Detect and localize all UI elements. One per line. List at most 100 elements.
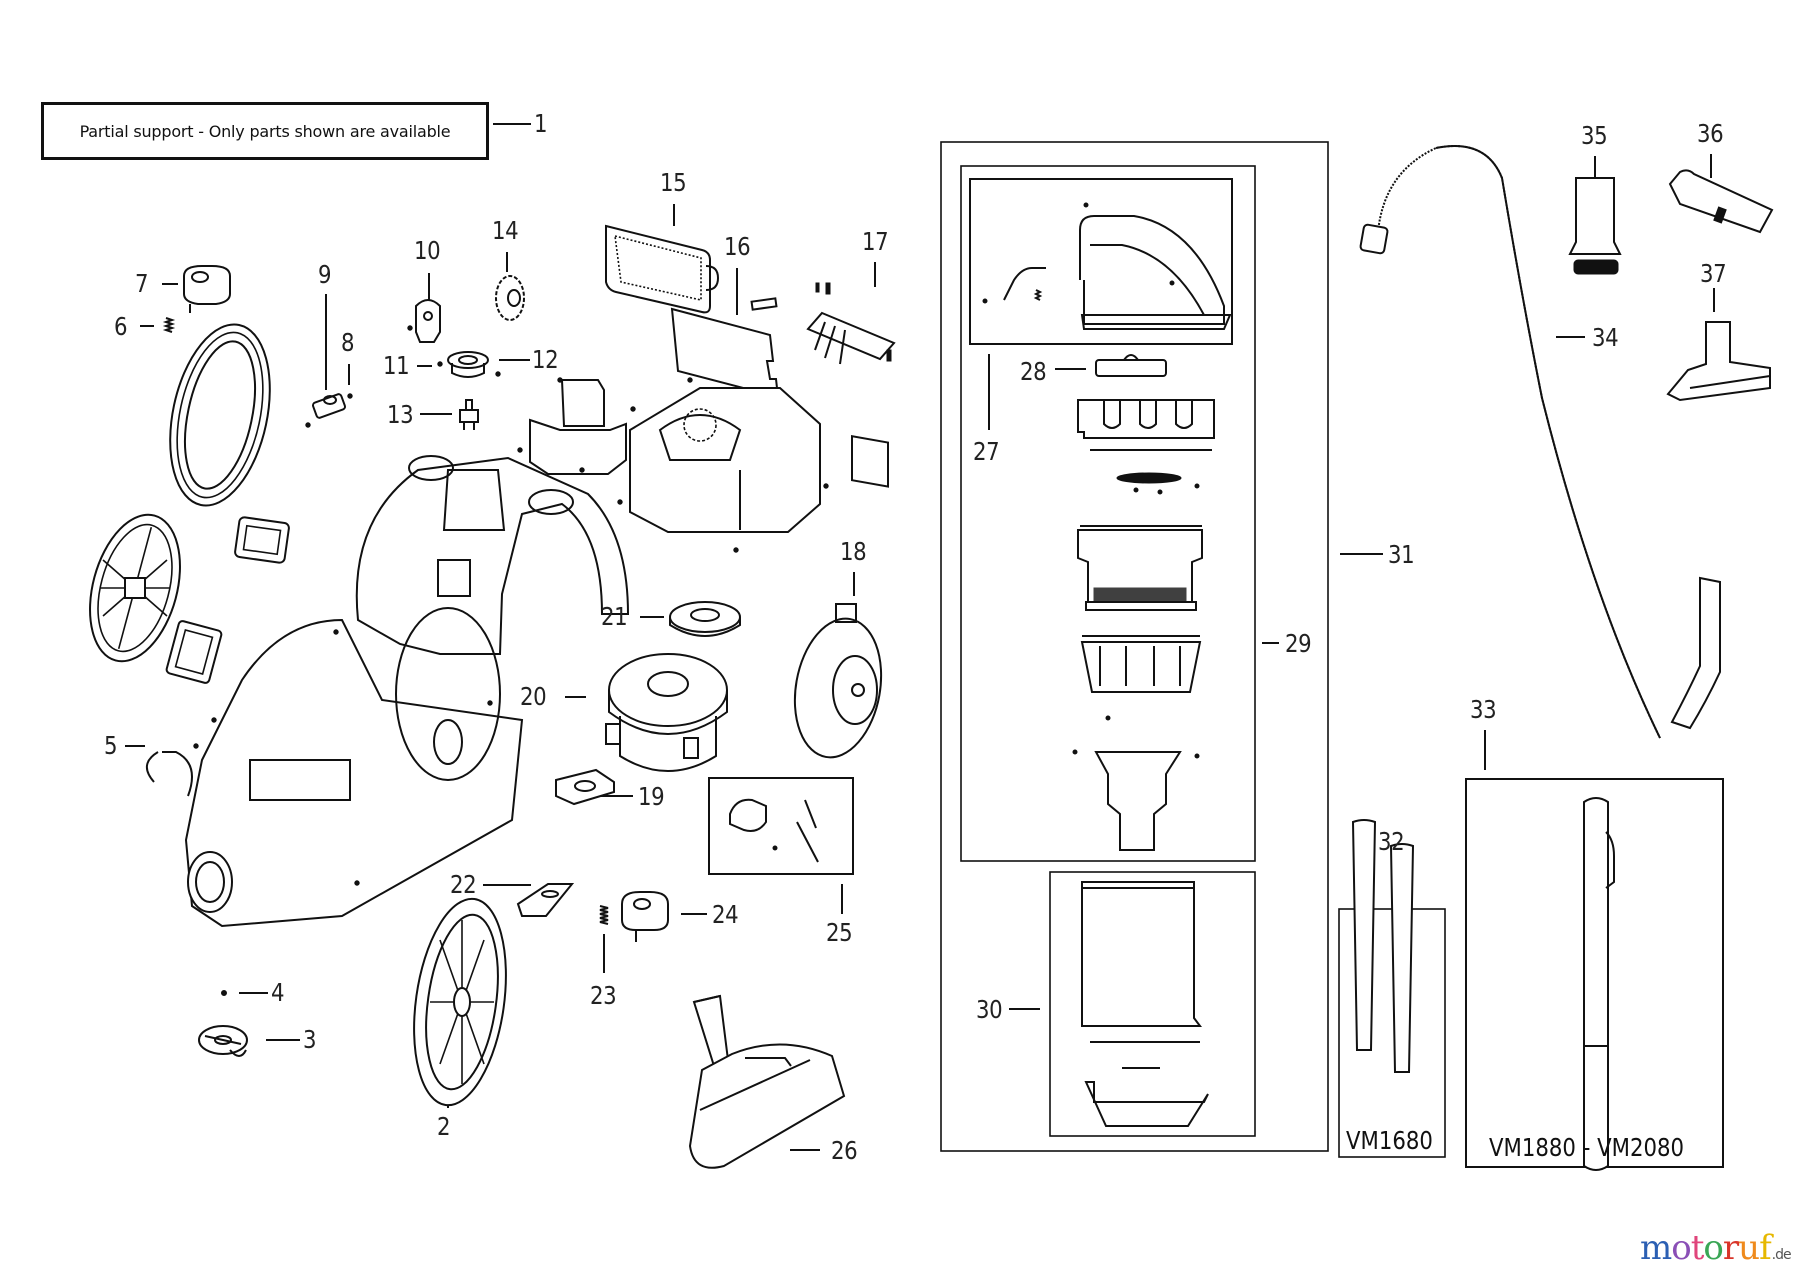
logo-letter: r: [1722, 1228, 1739, 1268]
part-base: [184, 607, 524, 928]
part-4-screw: [221, 990, 227, 996]
callout-7: 7: [135, 269, 149, 298]
logo-letter: t: [1690, 1228, 1705, 1268]
box-27-assembly: [969, 178, 1233, 345]
callout-26: 26: [831, 1136, 858, 1165]
part-36-crevice: [1668, 169, 1774, 234]
callout-34: 34: [1592, 323, 1619, 352]
callout-35: 35: [1581, 121, 1608, 150]
callout-28: 28: [1020, 357, 1047, 386]
callout-6: 6: [114, 312, 128, 341]
callout-14: 14: [492, 216, 519, 245]
part-10-bracket: [415, 299, 441, 343]
callout-2: 2: [437, 1112, 451, 1141]
callout-21: 21: [601, 602, 628, 631]
callout-3: 3: [303, 1025, 317, 1054]
part-9-switch: [312, 393, 346, 419]
notice-text: Partial support - Only parts shown are a…: [79, 121, 451, 141]
part-26-floor-head: [688, 994, 846, 1169]
leader-lines: [125, 123, 1715, 1151]
part-23-spring: [599, 905, 609, 925]
callout-19: 19: [638, 782, 665, 811]
callout-22: 22: [450, 870, 477, 899]
logo-letter: m: [1640, 1228, 1672, 1268]
part-6-spring: [162, 317, 176, 333]
screws: [193, 325, 1200, 886]
part-35-brush: [1568, 177, 1622, 275]
callout-17: 17: [862, 227, 889, 256]
callout-24: 24: [712, 900, 739, 929]
callout-23: 23: [590, 981, 617, 1010]
part-33-wand: [1583, 797, 1615, 1171]
part-28-filter-cap: [1095, 354, 1167, 377]
part-motor-housing: [629, 387, 821, 533]
callout-31: 31: [1388, 540, 1415, 569]
callout-15: 15: [660, 168, 687, 197]
part-cord-holder: [529, 379, 627, 475]
callout-1: 1: [534, 109, 548, 138]
model-label-vm1680: VM1680: [1346, 1126, 1433, 1155]
part-13-pin: [459, 399, 479, 430]
part-16-gasket: [670, 307, 780, 399]
callout-32: 32: [1378, 827, 1405, 856]
part-29-cyclone-stack: [1077, 399, 1215, 851]
part-gasket-a-inner: [242, 524, 282, 556]
part-15-filter: [605, 224, 720, 314]
callout-27: 27: [973, 437, 1000, 466]
callout-18: 18: [840, 537, 867, 566]
callout-25: 25: [826, 918, 853, 947]
callout-33: 33: [1470, 695, 1497, 724]
callout-11: 11: [383, 351, 410, 380]
part-12-holder: [447, 351, 489, 378]
part-gasket-b: [165, 620, 223, 684]
part-34-hose: [1359, 145, 1721, 739]
callout-4: 4: [271, 978, 285, 1007]
part-top-shell: [355, 455, 630, 655]
part-17-pcb: [806, 282, 896, 488]
part-5-clip: [146, 751, 193, 797]
part-wheel-hub: [89, 513, 181, 663]
logo-letter: o: [1703, 1228, 1724, 1268]
part-25-kit-items: [729, 798, 819, 863]
part-24-cap: [621, 891, 669, 942]
part-gasket-a: [234, 516, 290, 564]
callout-13: 13: [387, 400, 414, 429]
part-21-ring: [669, 601, 741, 637]
part-20-motor: [605, 653, 728, 772]
part-32-tubes: [1351, 819, 1415, 1073]
part-7-cap: [183, 265, 231, 313]
logo-letter: o: [1671, 1228, 1692, 1268]
part-37-upholstery: [1666, 321, 1771, 402]
logo-letter: f: [1759, 1228, 1772, 1268]
callout-10: 10: [414, 236, 441, 265]
box-29-assembly: [960, 165, 1256, 862]
part-wheel-ring: [169, 323, 271, 507]
part-30-dust-bin: [1081, 881, 1209, 1127]
part-27-cyclone-lid: [982, 202, 1232, 330]
callout-5: 5: [104, 731, 118, 760]
part-18-cord-reel: [793, 603, 883, 759]
callout-16: 16: [724, 232, 751, 261]
part-3-caster: [198, 1025, 248, 1057]
part-19-mount: [555, 768, 615, 806]
callout-9: 9: [318, 260, 332, 289]
callout-30: 30: [976, 995, 1003, 1024]
part-gasket-b-inner: [174, 629, 214, 675]
logo-letter: u: [1738, 1228, 1760, 1268]
callout-36: 36: [1697, 119, 1724, 148]
callout-29: 29: [1285, 629, 1312, 658]
motoruf-logo: motoruf.de: [1640, 1228, 1792, 1268]
callout-20: 20: [520, 682, 547, 711]
callout-8: 8: [341, 328, 355, 357]
partial-support-notice: Partial support - Only parts shown are a…: [41, 102, 489, 160]
callout-12: 12: [532, 345, 559, 374]
part-16-clip: [750, 297, 778, 311]
part-14-gear: [495, 275, 525, 321]
part-2-wheel: [413, 897, 507, 1107]
callout-37: 37: [1700, 259, 1727, 288]
part-22-plate: [516, 883, 575, 917]
model-label-vm1880-vm2080: VM1880 - VM2080: [1489, 1133, 1685, 1162]
box-30-assembly: [1049, 871, 1256, 1137]
logo-tld: .de: [1771, 1247, 1792, 1263]
